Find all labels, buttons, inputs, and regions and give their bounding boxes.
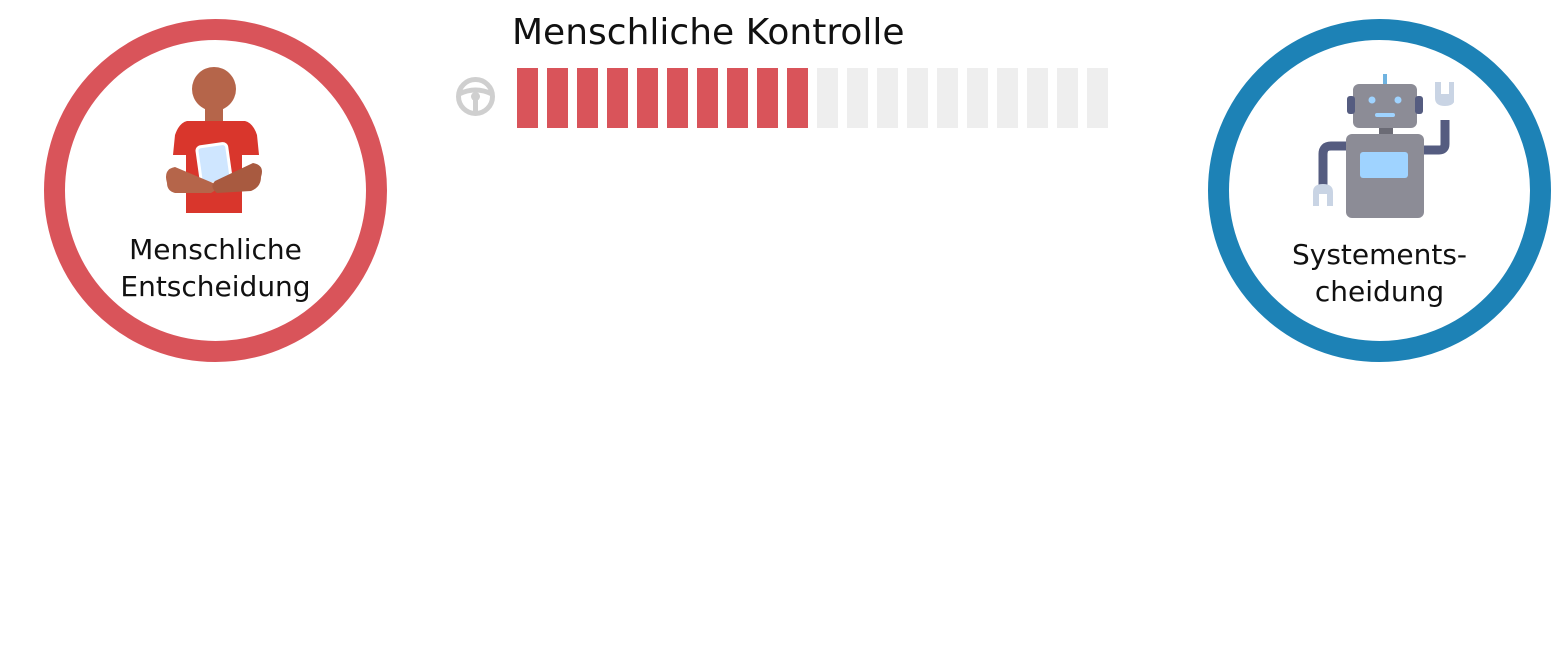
meter-segment-empty: [1087, 68, 1108, 128]
robot-icon: [1313, 74, 1454, 218]
meter-segment-filled: [787, 68, 808, 128]
meter-segment-filled: [727, 68, 748, 128]
meter-segment-filled: [547, 68, 568, 128]
control-level-meter: [517, 68, 1108, 128]
person-with-tablet-icon: [166, 67, 262, 213]
steering-wheel-icon: [456, 77, 495, 116]
human-decision-circle: Menschliche Entscheidung: [44, 19, 387, 362]
meter-segment-empty: [847, 68, 868, 128]
meter-segment-filled: [517, 68, 538, 128]
meter-segment-filled: [577, 68, 598, 128]
human-decision-label: Menschliche Entscheidung: [120, 233, 311, 303]
meter-segment-empty: [997, 68, 1018, 128]
meter-segment-filled: [757, 68, 778, 128]
meter-segment-empty: [1027, 68, 1048, 128]
meter-title: Menschliche Kontrolle: [512, 12, 905, 53]
system-decision-label: Systements- cheidung: [1291, 238, 1468, 308]
system-decision-circle: Systements- cheidung: [1208, 19, 1551, 362]
meter-segment-empty: [1057, 68, 1078, 128]
meter-segment-empty: [967, 68, 988, 128]
meter-segment-empty: [937, 68, 958, 128]
meter-segment-filled: [607, 68, 628, 128]
meter-segment-filled: [667, 68, 688, 128]
meter-segment-filled: [637, 68, 658, 128]
meter-segment-empty: [817, 68, 838, 128]
meter-segment-empty: [907, 68, 928, 128]
meter-segment-filled: [697, 68, 718, 128]
meter-segment-empty: [877, 68, 898, 128]
